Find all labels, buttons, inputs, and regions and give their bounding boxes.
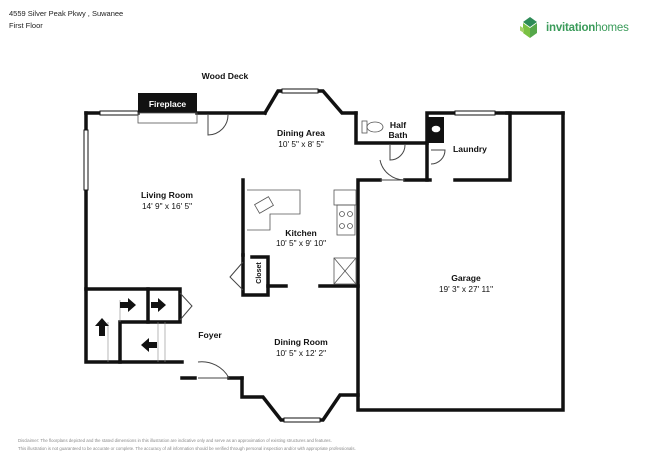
room-name: Foyer bbox=[198, 330, 222, 340]
wall-bath-laundry-north bbox=[354, 111, 512, 182]
burner-3 bbox=[339, 223, 345, 229]
door-closet bbox=[229, 261, 244, 291]
door-front bbox=[197, 361, 230, 379]
door-laundry bbox=[430, 149, 446, 165]
window-dining-south bbox=[283, 417, 321, 423]
room-name-half: Half bbox=[390, 120, 406, 130]
burner-4 bbox=[347, 223, 353, 229]
door-bath bbox=[389, 144, 406, 161]
stair-arrow-left-icon bbox=[141, 338, 157, 352]
room-dims: 19' 3" x 27' 11" bbox=[439, 284, 493, 294]
floor-label: First Floor bbox=[9, 21, 43, 30]
logo-text-light: homes bbox=[595, 22, 629, 34]
invitation-homes-logo-icon bbox=[520, 17, 537, 38]
room-name: Dining Area bbox=[277, 128, 325, 138]
room-name: Kitchen bbox=[285, 228, 317, 238]
logo-text-bold: invitation bbox=[546, 22, 596, 34]
door-deck bbox=[207, 114, 229, 136]
room-name: Dining Room bbox=[274, 337, 328, 347]
room-dims: 10' 5" x 9' 10" bbox=[276, 238, 326, 248]
stair-arrow-right-icon bbox=[120, 298, 136, 312]
room-name: Living Room bbox=[141, 190, 193, 200]
disclaimer-line-2: This illustration is not guaranteed to b… bbox=[18, 446, 356, 451]
address-line: 4559 Silver Peak Pkwy , Suwanee bbox=[9, 9, 124, 18]
fridge-x2 bbox=[333, 257, 357, 285]
wall-garage bbox=[356, 111, 565, 412]
toilet-icon bbox=[366, 121, 384, 133]
fireplace-box bbox=[138, 93, 197, 113]
toilet-tank bbox=[361, 120, 368, 134]
fireplace-label: Fireplace bbox=[149, 99, 187, 109]
kitchen-sink bbox=[254, 196, 274, 214]
window-laundry bbox=[454, 110, 496, 116]
stair-arrow-up-icon bbox=[95, 318, 109, 336]
window-living-north bbox=[99, 110, 139, 116]
window-living-west bbox=[83, 129, 89, 191]
bath-sink bbox=[431, 125, 441, 133]
pantry bbox=[333, 189, 357, 206]
disclaimer-line-1: Disclaimer: The floorplans depicted and … bbox=[18, 438, 332, 443]
wall-dining-room bbox=[240, 376, 360, 422]
wall-closet bbox=[241, 253, 270, 297]
door-stair-closet bbox=[179, 292, 193, 321]
room-dims: 14' 9" x 16' 5" bbox=[142, 201, 192, 211]
room-name-bath: Bath bbox=[388, 130, 407, 140]
room-name: Garage bbox=[451, 273, 481, 283]
kitchen-counter bbox=[247, 189, 301, 231]
room-name: Laundry bbox=[453, 144, 487, 154]
window-bay-top bbox=[281, 88, 319, 94]
exterior-label: Wood Deck bbox=[202, 71, 249, 81]
closet-label: Closet bbox=[256, 262, 263, 284]
room-dims: 10' 5" x 12' 2" bbox=[276, 348, 326, 358]
brand-logo: invitationhomes bbox=[518, 16, 629, 40]
stove bbox=[336, 204, 356, 236]
burner-2 bbox=[347, 211, 353, 217]
room-dims: 10' 5" x 8' 5" bbox=[278, 139, 324, 149]
fridge bbox=[333, 257, 357, 285]
logo-wordmark: invitationhomes bbox=[546, 22, 629, 34]
hearth bbox=[137, 112, 198, 124]
wall-living-west bbox=[84, 111, 184, 364]
stair-arrow-right-icon bbox=[151, 298, 166, 312]
burner-1 bbox=[339, 211, 345, 217]
wall-dining-bay bbox=[262, 89, 358, 116]
door-garage bbox=[379, 159, 406, 181]
